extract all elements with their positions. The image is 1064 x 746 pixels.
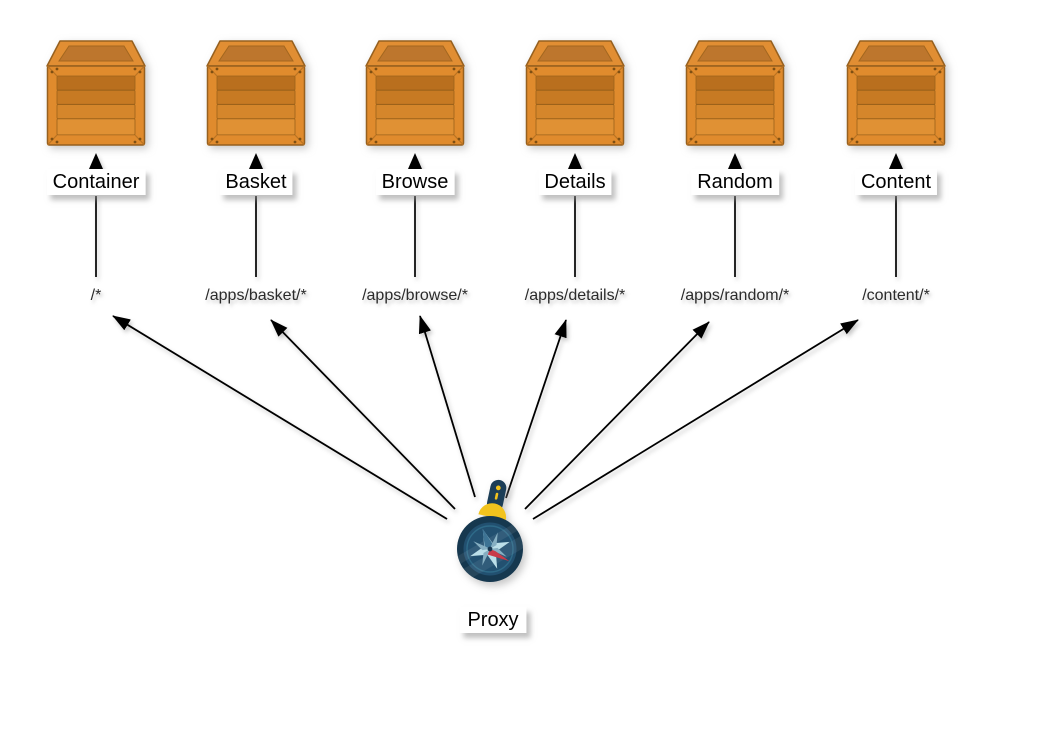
compass-icon (446, 479, 536, 585)
route-path: /apps/browse/* (362, 287, 468, 304)
service-label: Browse (375, 169, 455, 195)
service-label: Basket (219, 169, 293, 195)
crate-icon (365, 40, 465, 146)
route-path: /* (90, 287, 102, 304)
service-label: Details (538, 169, 612, 195)
service-label: Random (691, 169, 779, 195)
route-path: /content/* (862, 287, 930, 304)
route-path: /apps/basket/* (205, 287, 307, 304)
crate-icon (685, 40, 785, 146)
proxy-label: Proxy (459, 607, 527, 633)
service-label: Content (854, 169, 938, 195)
label-to-route-lines (95, 196, 897, 277)
route-path: /apps/details/* (524, 287, 626, 304)
route-path: /apps/random/* (680, 287, 790, 304)
crate-icon (206, 40, 306, 146)
crate-icon (46, 40, 146, 146)
crate-icon (846, 40, 946, 146)
service-label: Container (46, 169, 146, 195)
crate-icon (525, 40, 625, 146)
label-to-crate-arrowheads (89, 153, 903, 169)
